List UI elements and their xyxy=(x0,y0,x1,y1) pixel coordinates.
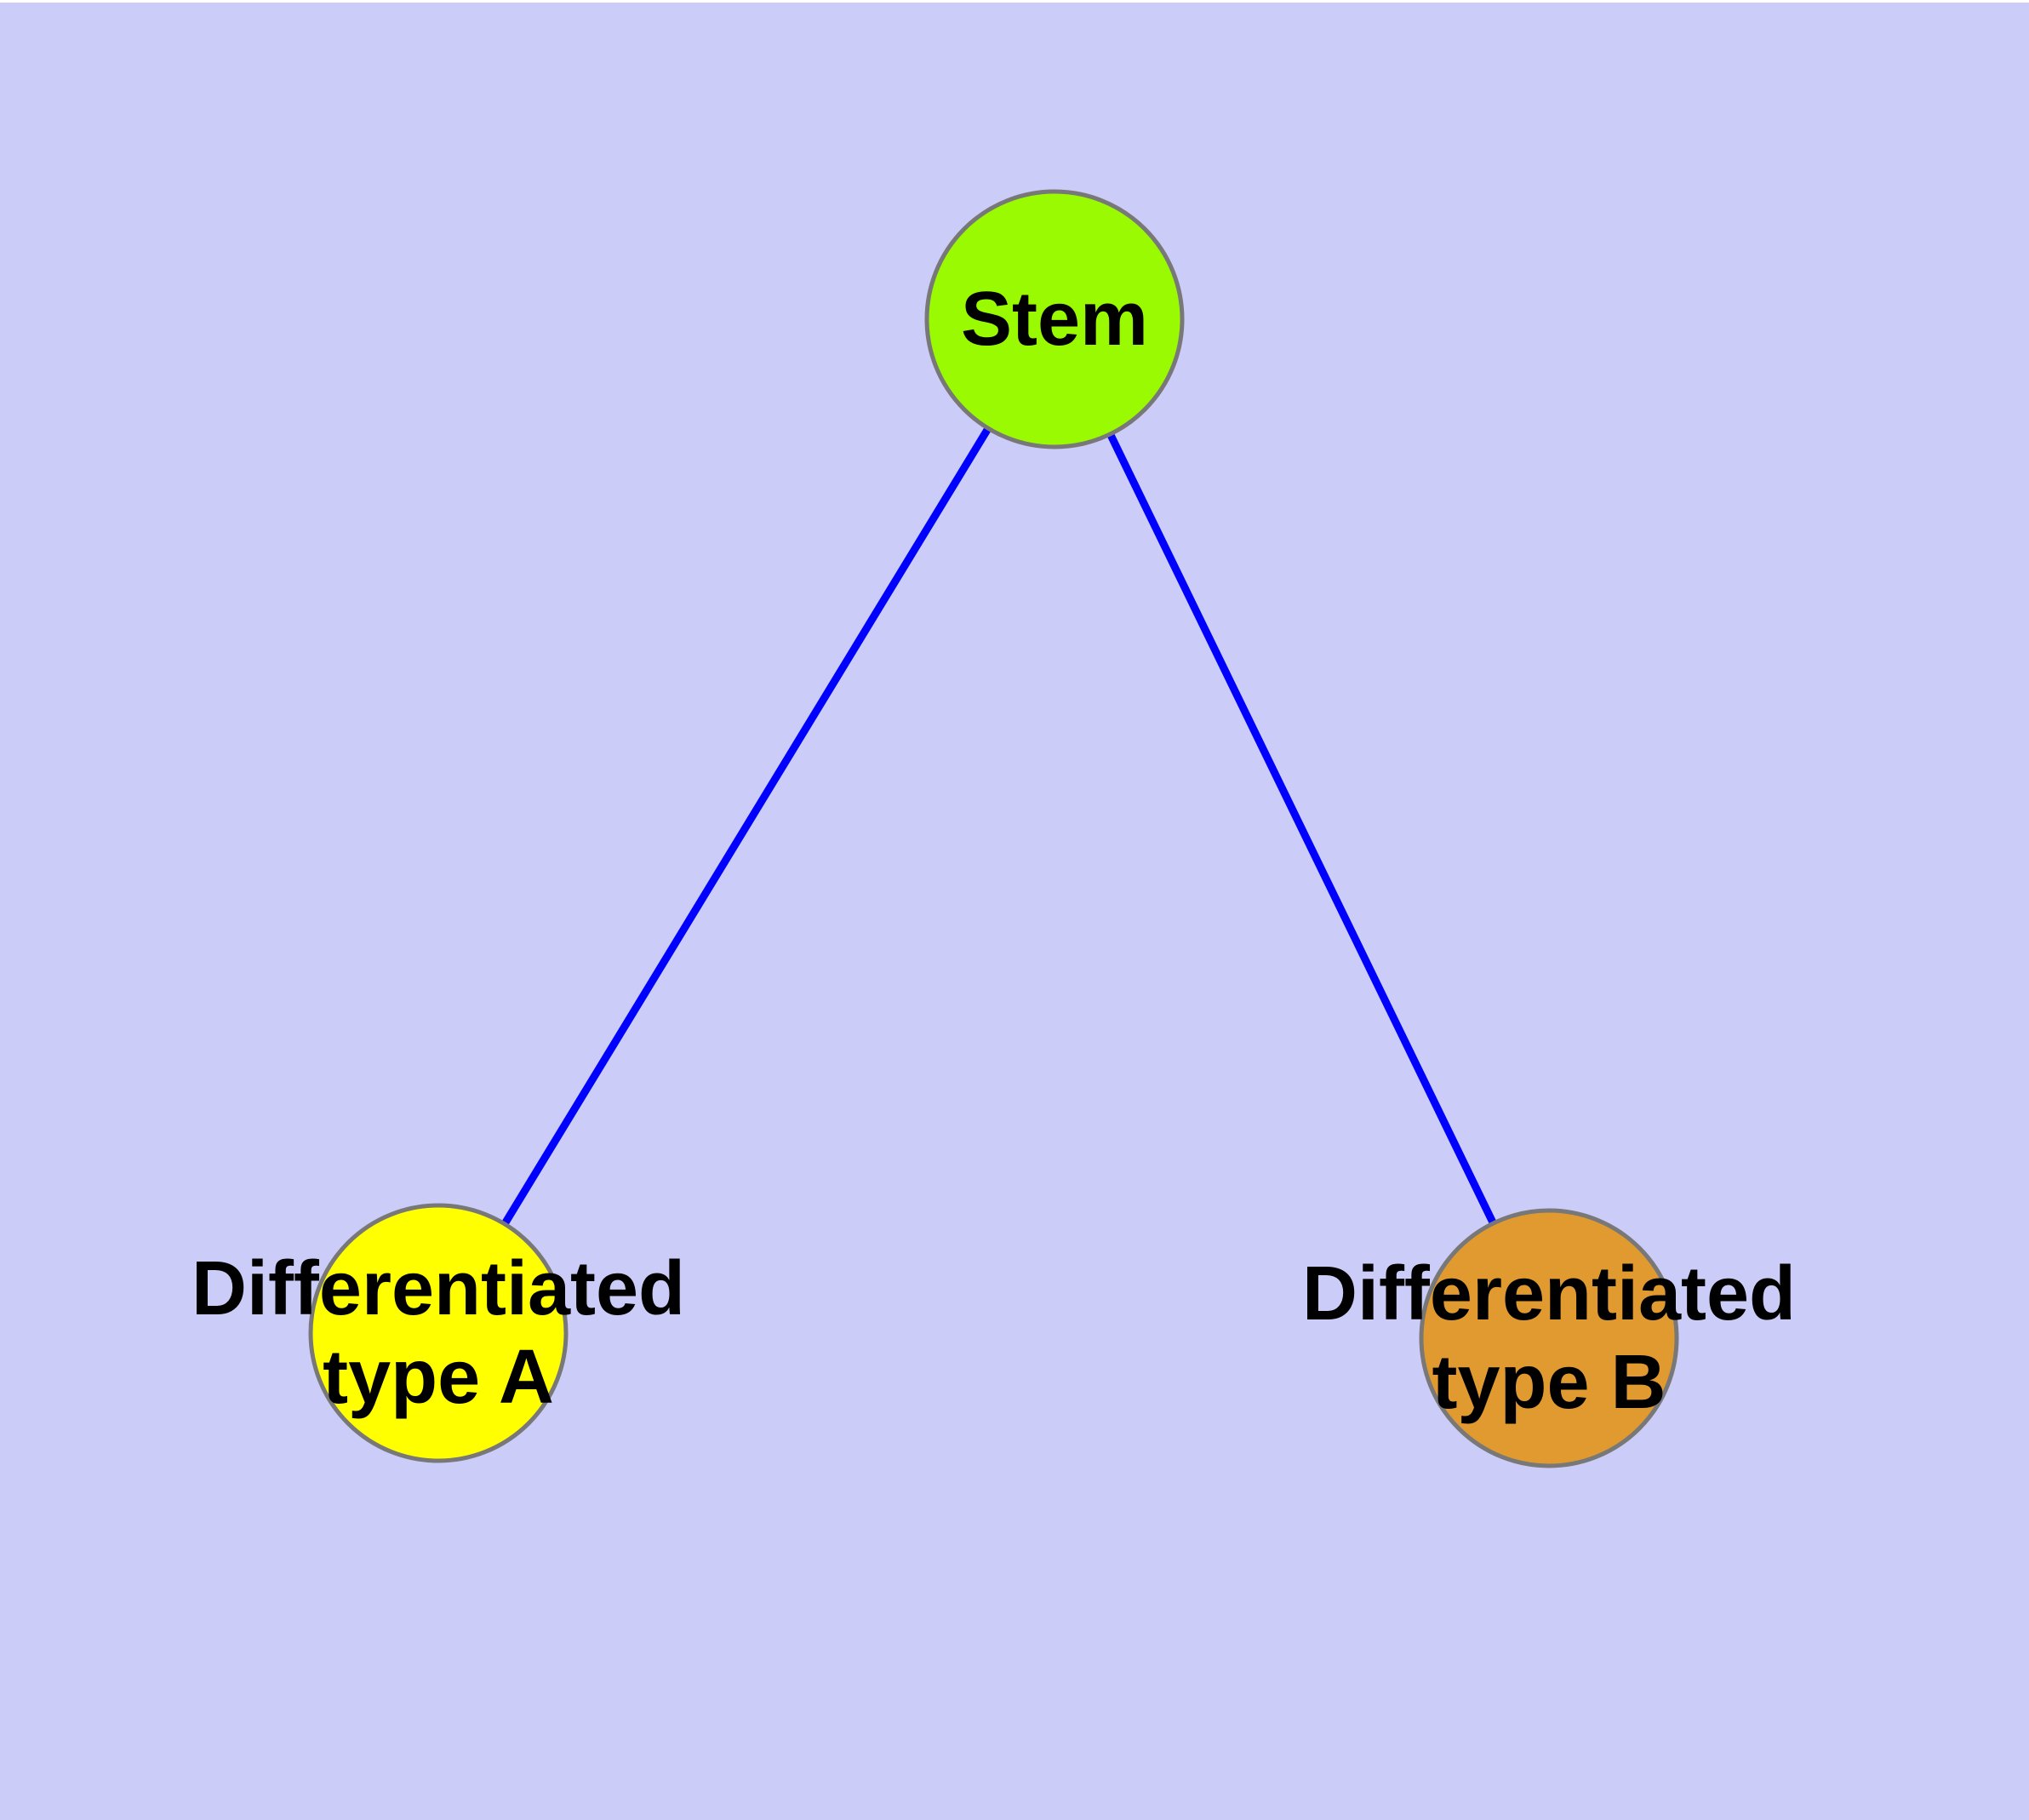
edge-stem-type-b xyxy=(1050,318,1553,1340)
top-edge-strip xyxy=(0,0,2029,3)
nodes-layer xyxy=(308,189,1679,1468)
edge-stem-type-a xyxy=(435,317,1058,1336)
node-label-line: Differentiated xyxy=(191,1246,685,1331)
node-label-line: type B xyxy=(1432,1340,1666,1425)
node-label-line: Stem xyxy=(961,277,1148,362)
node-stem[interactable] xyxy=(924,189,1185,449)
node-type-a[interactable] xyxy=(308,1203,569,1463)
node-label-line: Differentiated xyxy=(1302,1251,1796,1336)
edges-layer xyxy=(435,317,1553,1340)
node-type-b[interactable] xyxy=(1419,1208,1679,1468)
node-label-line: type A xyxy=(323,1335,554,1420)
node-label-stem: Stem xyxy=(961,277,1148,362)
